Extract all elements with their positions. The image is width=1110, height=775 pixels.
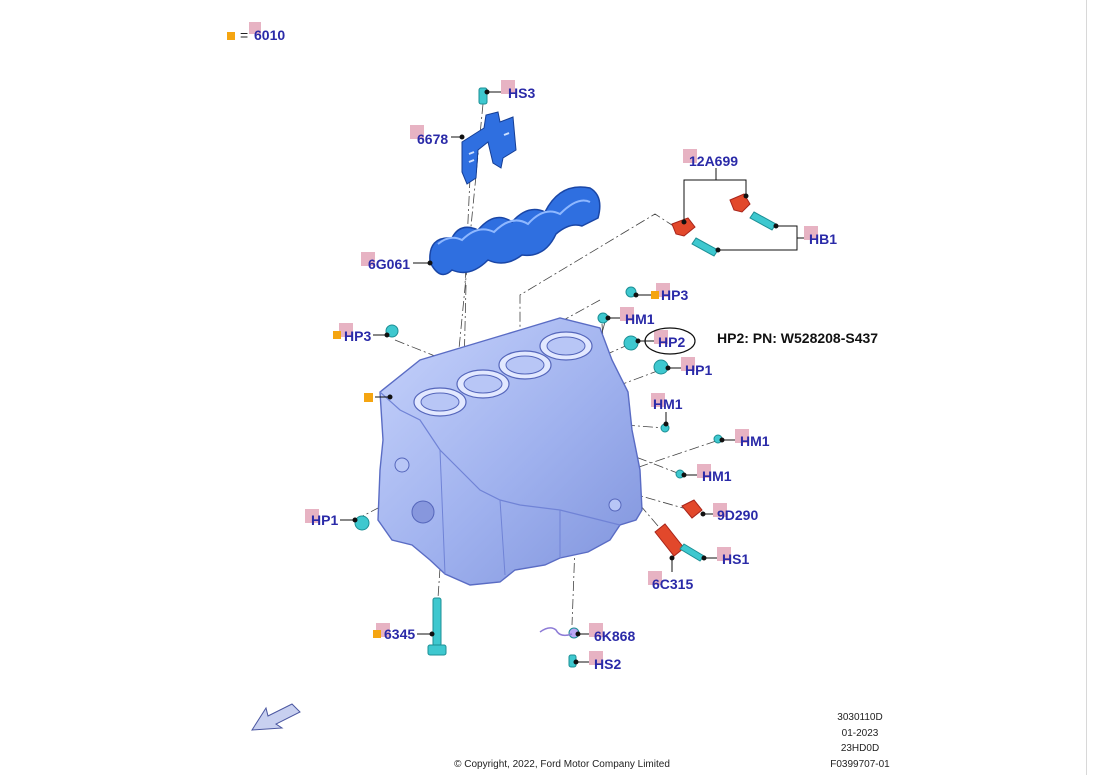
callout-hm1-a: HM1 (625, 311, 655, 327)
hp2-highlight-circle (644, 327, 696, 355)
callout-hm1-b: HM1 (653, 396, 683, 412)
engine-block-part (377, 317, 643, 586)
callout-hs3: HS3 (508, 85, 535, 101)
callout-6k868: 6K868 (594, 628, 635, 644)
callout-hs2: HS2 (594, 656, 621, 672)
callout-hp1-right: HP1 (685, 362, 712, 378)
callout-hm1-c: HM1 (740, 433, 770, 449)
callout-6c315: 6C315 (652, 576, 693, 592)
orange-square-icon (333, 331, 341, 339)
callout-hp3-left: HP3 (344, 328, 371, 344)
cover-gasket-part (429, 186, 601, 276)
footer-code-1: 3030110D (837, 712, 882, 723)
callout-hm1-d: HM1 (702, 468, 732, 484)
legend-equals: = (240, 27, 248, 43)
callout-6345: 6345 (384, 626, 415, 642)
footer-code-2: 01-2023 (842, 728, 879, 739)
page-border (1086, 0, 1087, 775)
orange-markers (333, 291, 659, 638)
camshaft-bracket-part (461, 111, 517, 185)
copyright-text: © Copyright, 2022, Ford Motor Company Li… (454, 759, 670, 770)
footer-code-3: 23HD0D (841, 743, 879, 754)
callout-12a699: 12A699 (689, 153, 738, 169)
sensor-parts (654, 193, 751, 557)
callout-hp1-left: HP1 (311, 512, 338, 528)
callout-6g061: 6G061 (368, 256, 410, 272)
fastener-parts (354, 87, 777, 668)
wire-part (539, 627, 573, 637)
callout-hs1: HS1 (722, 551, 749, 567)
callout-6678: 6678 (417, 131, 448, 147)
orange-square-icon (364, 393, 373, 402)
callout-marker (249, 22, 261, 34)
legend: = 6010 (227, 22, 285, 43)
direction-arrow-icon (251, 703, 301, 731)
callout-hp2: HP2 (658, 334, 685, 350)
callout-hp3-top: HP3 (661, 287, 688, 303)
orange-square-icon (227, 32, 235, 40)
callout-9d290: 9D290 (717, 507, 758, 523)
legend-code: 6010 (254, 27, 285, 43)
orange-square-icon (373, 630, 381, 638)
leader-lines (340, 89, 806, 665)
orange-square-icon (651, 291, 659, 299)
callout-hb1: HB1 (809, 231, 837, 247)
footer-code-4: F0399707-01 (830, 759, 890, 770)
hp2-part-number-note: HP2: PN: W528208-S437 (717, 330, 878, 346)
callout-markers (305, 80, 818, 665)
